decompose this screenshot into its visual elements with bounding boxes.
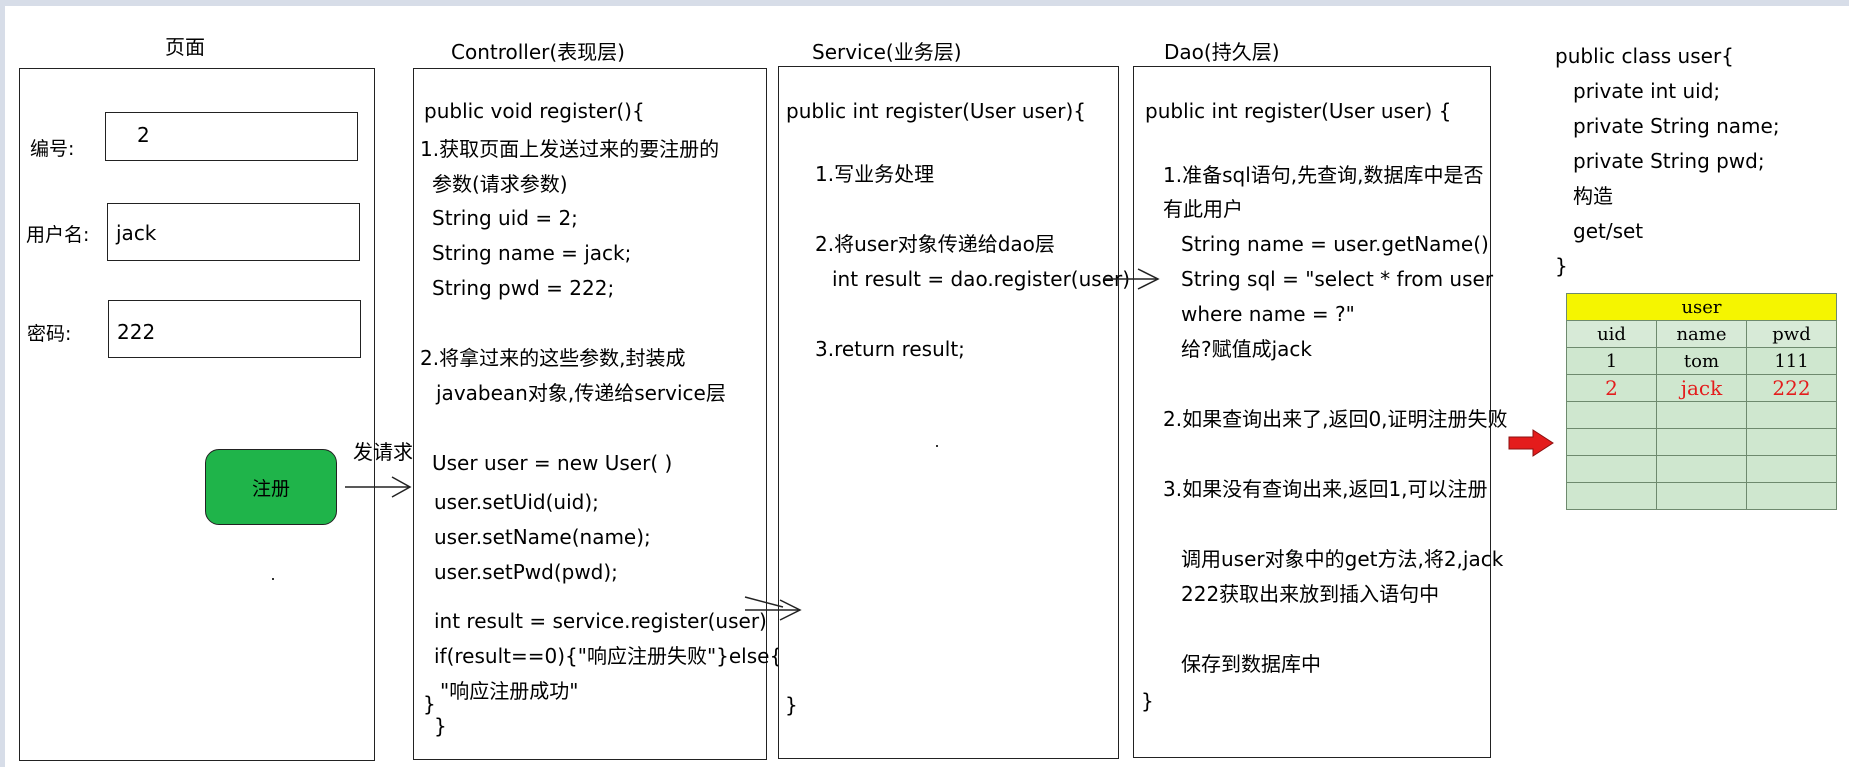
table-cell: 1	[1566, 347, 1657, 375]
controller-line: User user = new User( )	[432, 451, 673, 475]
request-arrow-head	[391, 476, 412, 498]
stray-dot	[936, 445, 938, 447]
table-cell: tom	[1656, 347, 1747, 375]
id-value: 2	[137, 123, 150, 147]
class-line: }	[1555, 254, 1568, 278]
class-line: 构造	[1573, 184, 1613, 208]
dao-line: 给?赋值成jack	[1181, 337, 1313, 361]
register-button[interactable]: 注册	[205, 449, 337, 525]
dao-line: 222获取出来放到插入语句中	[1181, 582, 1440, 606]
controller-line: user.setPwd(pwd);	[434, 560, 618, 584]
class-line: private int uid;	[1573, 79, 1721, 103]
table-row: 1 tom 111	[1566, 347, 1837, 375]
service-call-arrow-tail	[744, 596, 784, 608]
dao-line: 保存到数据库中	[1181, 652, 1321, 676]
user-db-table: user uid name pwd 1 tom 111 2 jack 222	[1566, 293, 1837, 510]
id-field[interactable]	[105, 112, 358, 161]
controller-line: user.setName(name);	[434, 525, 651, 549]
controller-line: }	[434, 714, 447, 738]
controller-line: }	[423, 692, 436, 716]
dao-line: where name = ?"	[1181, 302, 1355, 326]
password-label: 密码:	[27, 323, 72, 345]
dao-line: 有此用户	[1163, 197, 1243, 221]
controller-line: String name = jack;	[432, 241, 632, 265]
controller-panel	[413, 68, 767, 760]
service-line: 3.return result;	[815, 337, 965, 361]
controller-line: "响应注册成功"	[440, 679, 579, 703]
column-title-service: Service(业务层)	[812, 40, 962, 64]
service-line: 1.写业务处理	[815, 162, 935, 186]
password-value: 222	[117, 320, 156, 344]
dao-line: 3.如果没有查询出来,返回1,可以注册	[1163, 477, 1488, 501]
controller-line: 参数(请求参数)	[432, 172, 568, 196]
window-frame-top	[0, 0, 1849, 6]
table-row-empty	[1566, 401, 1837, 429]
username-field[interactable]	[107, 203, 360, 261]
service-panel	[778, 66, 1119, 759]
dao-line: 2.如果查询出来了,返回0,证明注册失败	[1163, 407, 1508, 431]
class-line: private String pwd;	[1573, 149, 1765, 173]
controller-line: 2.将拿过来的这些参数,封装成	[420, 346, 686, 370]
dao-line: public int register(User user) {	[1145, 99, 1452, 123]
dao-call-arrow-head	[1137, 268, 1160, 290]
column-title-controller: Controller(表现层)	[451, 40, 625, 64]
service-line: }	[785, 693, 798, 717]
username-value: jack	[116, 221, 157, 245]
page-panel	[19, 68, 375, 761]
table-row-empty	[1566, 455, 1837, 483]
controller-line: public void register(){	[424, 99, 645, 123]
window-frame-left	[0, 0, 5, 767]
controller-line: 1.获取页面上发送过来的要注册的	[420, 137, 720, 161]
controller-line: user.setUid(uid);	[434, 490, 599, 514]
dao-line: 调用user对象中的get方法,将2,jack	[1181, 547, 1504, 571]
controller-line: if(result==0){"响应注册失败"}else{	[434, 644, 783, 668]
column-header: pwd	[1746, 320, 1837, 348]
dao-line: String name = user.getName()	[1181, 232, 1489, 256]
dao-panel	[1133, 66, 1491, 758]
table-name: user	[1566, 293, 1837, 321]
class-line: public class user{	[1555, 44, 1734, 68]
controller-line: String pwd = 222;	[432, 276, 615, 300]
controller-line: String uid = 2;	[432, 206, 578, 230]
service-line: 2.将user对象传递给dao层	[815, 232, 1055, 256]
stray-dot	[272, 578, 274, 580]
column-header: name	[1656, 320, 1747, 348]
table-cell: 111	[1746, 347, 1837, 375]
send-request-label: 发请求	[353, 440, 413, 464]
table-cell: 222	[1746, 374, 1837, 402]
dao-line: }	[1141, 689, 1154, 713]
column-title-page: 页面	[165, 35, 205, 59]
class-line: get/set	[1573, 219, 1644, 243]
column-header: uid	[1566, 320, 1657, 348]
dao-line: String sql = "select * from user	[1181, 267, 1494, 291]
id-label: 编号:	[30, 138, 75, 160]
table-cell: jack	[1656, 374, 1747, 402]
table-row-empty	[1566, 482, 1837, 510]
service-call-arrow-head	[779, 599, 802, 621]
username-label: 用户名:	[26, 224, 90, 246]
column-title-dao: Dao(持久层)	[1164, 40, 1280, 64]
controller-line: int result = service.register(user)	[434, 609, 767, 633]
red-block-arrow-icon	[1508, 429, 1554, 457]
password-field[interactable]	[108, 300, 361, 358]
service-line: int result = dao.register(user)	[832, 267, 1131, 291]
controller-line: javabean对象,传递给service层	[436, 381, 726, 405]
dao-line: 1.准备sql语句,先查询,数据库中是否	[1163, 163, 1484, 187]
service-line: public int register(User user){	[786, 99, 1086, 123]
class-line: private String name;	[1573, 114, 1780, 138]
